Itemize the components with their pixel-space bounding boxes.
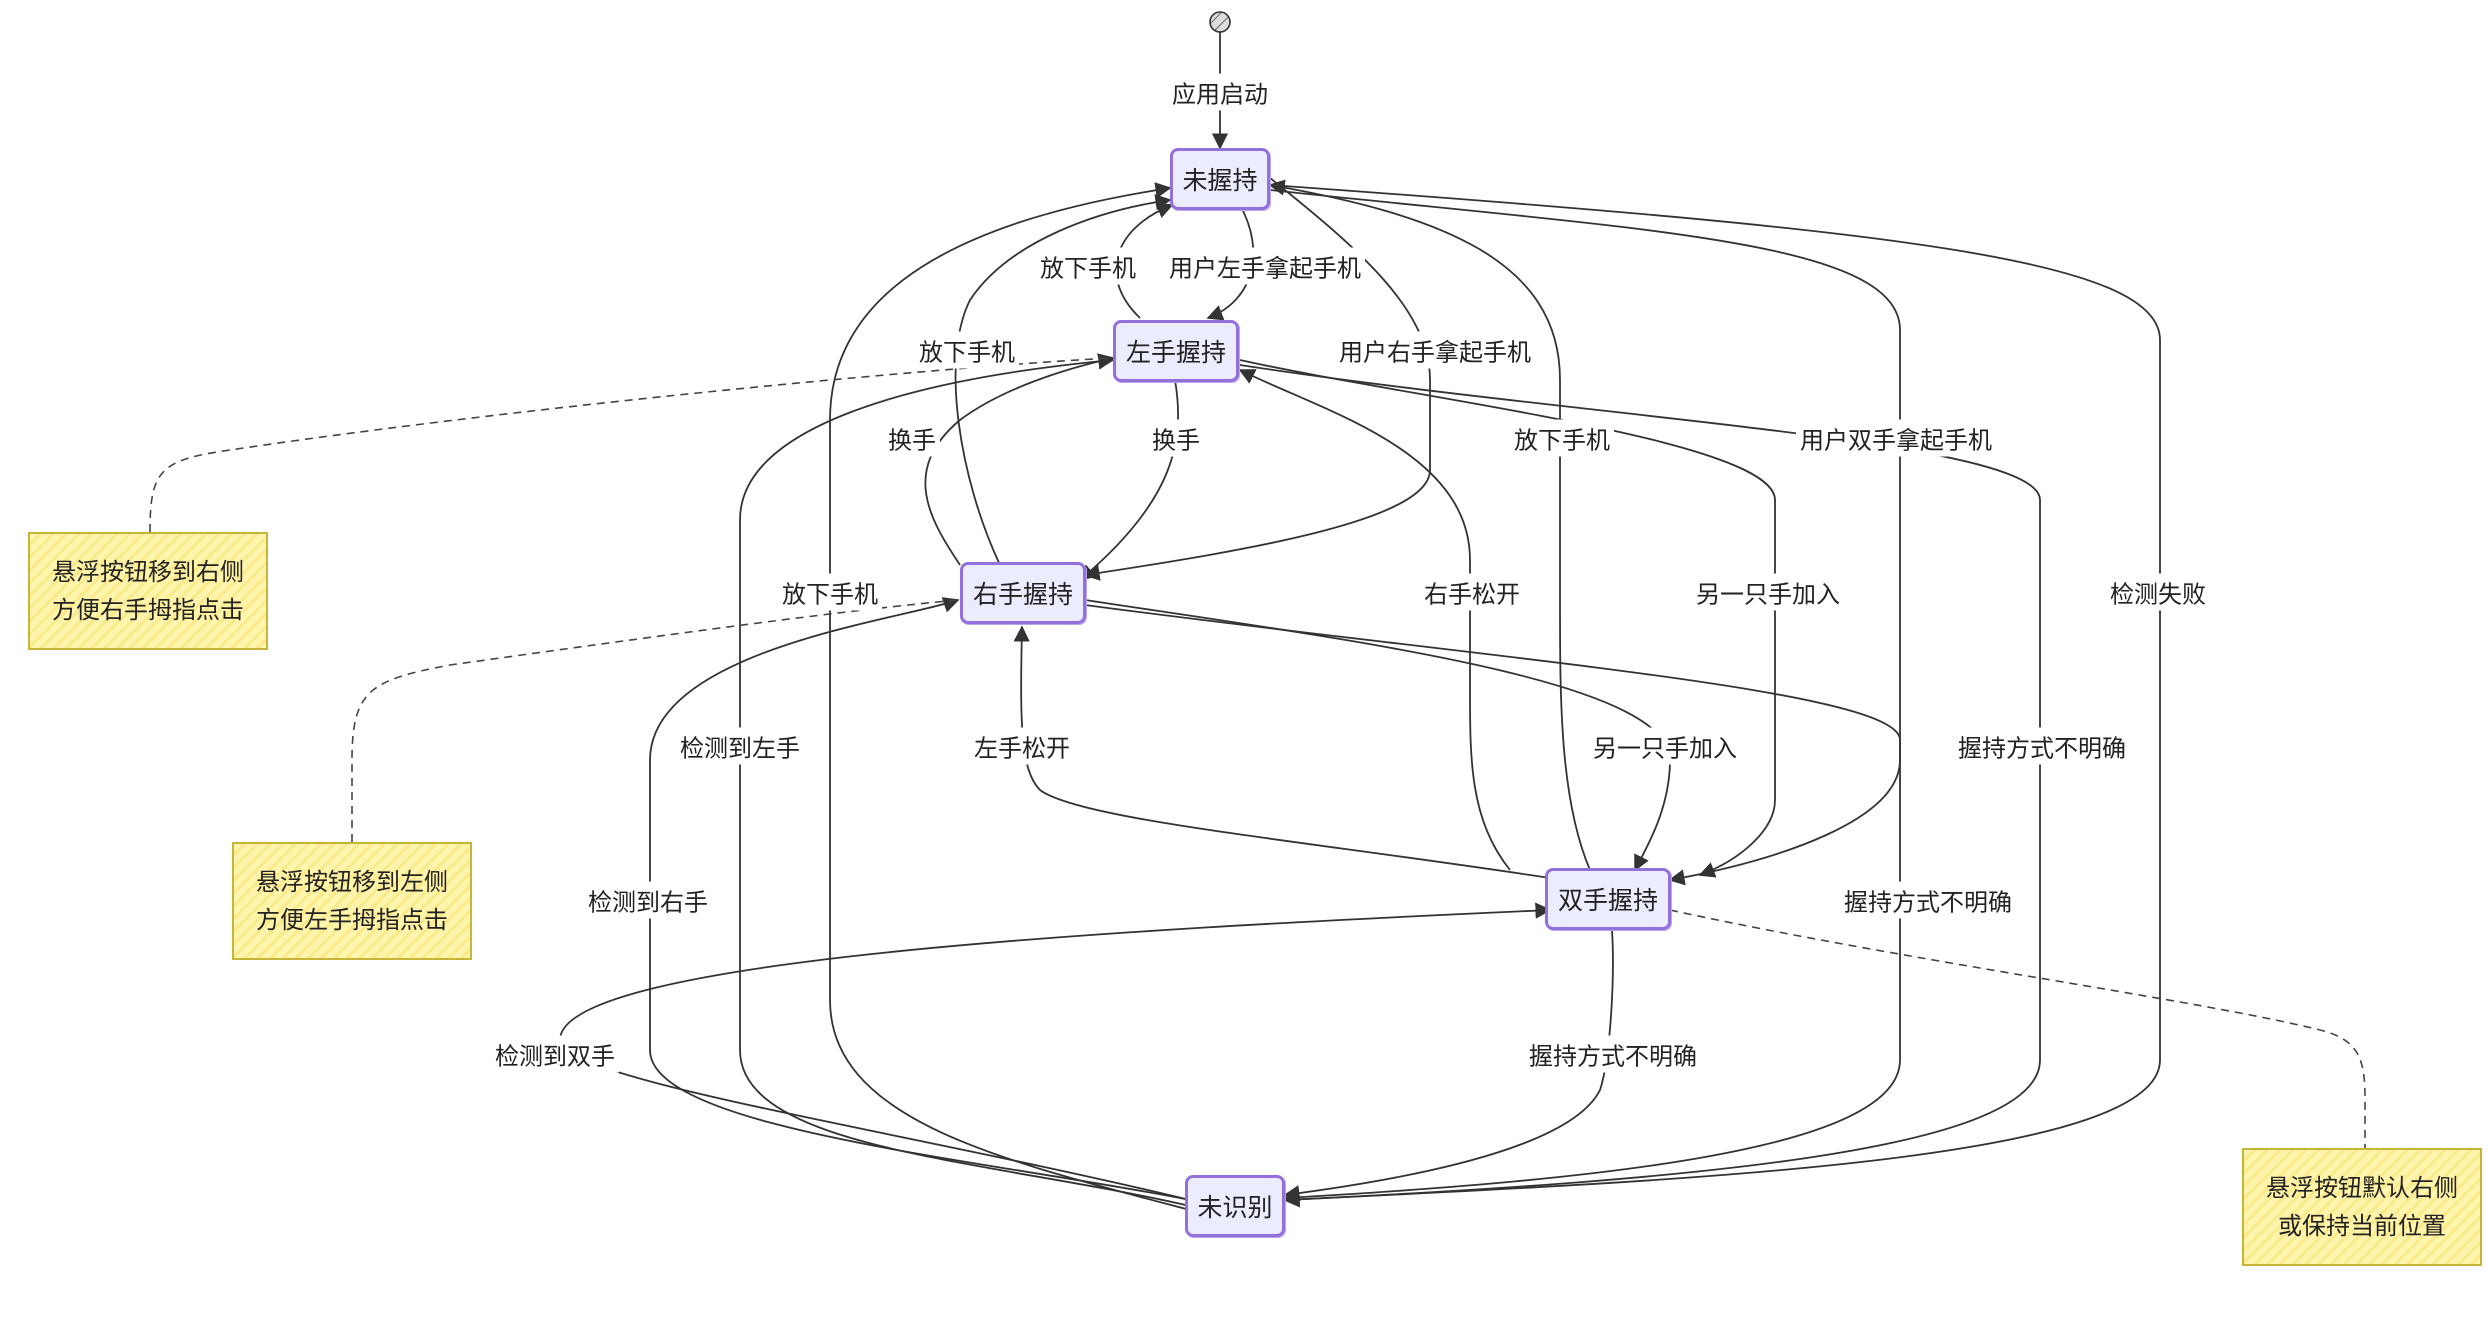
label-user-right-pickup: 用户右手拿起手机 — [1335, 331, 1535, 369]
label-putdown-both: 放下手机 — [1510, 419, 1614, 457]
note-both-connector — [1669, 909, 2366, 1148]
label-putdown-left-side: 放下手机 — [915, 331, 1019, 369]
label-unclear-left: 握持方式不明确 — [1840, 881, 2016, 919]
note-both-line2: 或保持当前位置 — [2278, 1212, 2446, 1240]
state-both-hands[interactable]: 双手握持 — [1545, 868, 1671, 930]
label-detect-right: 检测到右手 — [584, 881, 712, 919]
state-unknown[interactable]: 未识别 — [1185, 1175, 1285, 1237]
note-left-line2: 方便右手拇指点击 — [52, 596, 244, 624]
label-switch-r-to-l: 换手 — [884, 419, 940, 457]
edge-both-to-unknown-unclear — [1283, 929, 1614, 1202]
label-left-release: 左手松开 — [970, 727, 1074, 765]
label-other-hand-join-right: 另一只手加入 — [1589, 727, 1741, 765]
note-right-line2: 方便左手拇指点击 — [256, 906, 448, 934]
state-right-hand[interactable]: 右手握持 — [960, 562, 1086, 624]
note-left-connector — [149, 357, 1111, 533]
label-putdown-left-to-unheld: 放下手机 — [1036, 247, 1140, 285]
edge-unheld-to-both-pickup — [1269, 189, 1901, 886]
label-unclear-both: 握持方式不明确 — [1525, 1035, 1701, 1073]
edge-both-to-left-release — [1238, 369, 1511, 871]
label-other-hand-join-left: 另一只手加入 — [1692, 573, 1844, 611]
edge-unknown-to-both — [559, 902, 1552, 1201]
label-app-start: 应用启动 — [1168, 73, 1272, 111]
edge-right-to-unknown-unclear — [1084, 604, 1901, 1206]
label-right-release: 右手松开 — [1420, 573, 1524, 611]
start-node — [1209, 11, 1231, 33]
label-detect-left: 检测到左手 — [676, 727, 804, 765]
edge-left-to-both-join — [1239, 359, 1776, 878]
edge-both-to-unheld-putdown — [1268, 179, 1591, 871]
note-right-line1: 悬浮按钮移到左侧 — [256, 868, 448, 896]
state-unheld[interactable]: 未握持 — [1170, 148, 1270, 210]
edge-right-to-unheld-putdown — [954, 194, 1172, 566]
state-left-hand[interactable]: 左手握持 — [1113, 320, 1239, 382]
label-user-left-pickup: 用户左手拿起手机 — [1165, 247, 1365, 285]
label-putdown-right: 放下手机 — [778, 573, 882, 611]
note-left-hand: 悬浮按钮移到右侧 方便右手拇指点击 — [28, 532, 268, 650]
note-connectors — [149, 357, 2366, 1148]
edge-unknown-to-right — [649, 597, 1191, 1201]
edge-unknown-to-left — [739, 353, 1191, 1207]
label-switch-l-to-r: 换手 — [1148, 419, 1204, 457]
note-right-hand: 悬浮按钮移到左侧 方便左手拇指点击 — [232, 842, 472, 960]
note-left-line1: 悬浮按钮移到右侧 — [52, 558, 244, 586]
note-both-hands: 悬浮按钮默认右侧 或保持当前位置 — [2242, 1148, 2482, 1266]
transitions — [559, 32, 2161, 1211]
label-detect-both: 检测到双手 — [491, 1035, 619, 1073]
edge-both-to-right-release — [1013, 625, 1551, 879]
label-unclear-right: 握持方式不明确 — [1954, 727, 2130, 765]
edge-left-to-right-switch — [1078, 379, 1179, 582]
edge-left-to-unknown-unclear — [1239, 364, 2041, 1208]
edge-unheld-to-unknown-fail — [1269, 184, 2161, 1208]
note-both-line1: 悬浮按钮默认右侧 — [2266, 1174, 2458, 1202]
label-detect-fail: 检测失败 — [2106, 573, 2210, 611]
label-user-both-pickup: 用户双手拿起手机 — [1796, 419, 1996, 457]
note-right-connector — [351, 599, 959, 842]
edge-right-to-left-switch — [924, 353, 1115, 566]
